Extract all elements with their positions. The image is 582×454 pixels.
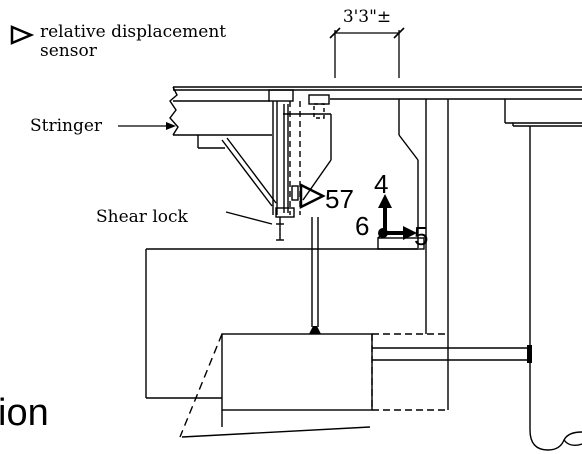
stringer-leader <box>118 122 176 130</box>
axis-5-label: 5 <box>414 221 428 251</box>
partial-caption: ion <box>0 392 49 434</box>
weld-mark <box>527 345 532 363</box>
sensor-57-label: 57 <box>325 184 354 214</box>
legend-triangle-icon <box>10 25 35 45</box>
dimension-callout <box>329 27 405 78</box>
dimension-label: 3'3"± <box>343 7 391 27</box>
deck-structure <box>169 86 582 207</box>
bearing-assembly <box>268 89 332 241</box>
weld-mark <box>309 326 321 334</box>
legend-line-1: relative displacement <box>40 22 226 42</box>
legend-line-2: sensor <box>40 41 98 61</box>
axis-6-label: 6 <box>355 211 369 241</box>
pier-structure <box>145 99 582 451</box>
legend: relative displacement sensor <box>10 22 226 61</box>
shear-lock-label: Shear lock <box>96 207 189 227</box>
axis-4-label: 4 <box>374 169 388 199</box>
shear-lock-leader <box>225 211 273 225</box>
axis-triad <box>378 194 417 240</box>
sensor-57-triangle-icon <box>299 182 326 210</box>
stringer-label: Stringer <box>30 116 103 136</box>
